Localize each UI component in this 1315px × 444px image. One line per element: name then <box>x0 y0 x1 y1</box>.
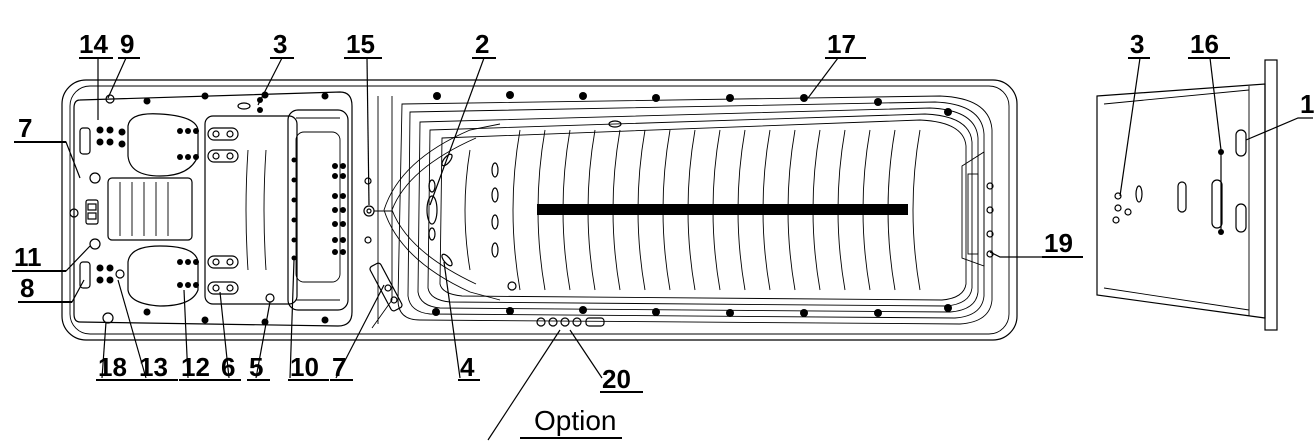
option-label: Option <box>534 405 617 436</box>
waterfall-bottom <box>79 261 91 289</box>
spa-top-view <box>61 79 1018 341</box>
callout-7-bottom: 7 <box>332 352 346 382</box>
callout-4: 4 <box>460 352 475 382</box>
callout-1: 1 <box>1300 89 1314 119</box>
outer-shell-outline <box>61 79 1018 341</box>
fitting-18 <box>102 312 114 324</box>
callout-labels: 14 9 3 15 2 17 7 11 8 18 13 12 6 5 10 7 … <box>12 29 1314 439</box>
swim-current-jets <box>426 120 622 291</box>
swim-perimeter-jets <box>432 91 952 317</box>
callout-16: 16 <box>1190 29 1219 59</box>
spa-jets <box>96 126 346 288</box>
spa-side-view <box>1096 59 1278 331</box>
fitting-13 <box>115 269 125 279</box>
callout-2: 2 <box>475 29 489 59</box>
callout-11: 11 <box>14 242 42 272</box>
callout-17: 17 <box>827 29 856 59</box>
callout-3-top: 3 <box>273 29 287 59</box>
spa-cool-seat <box>287 109 349 311</box>
spa-perimeter-jets <box>143 91 329 326</box>
swim-end-step-inner <box>967 173 979 255</box>
callout-20: 20 <box>602 364 631 394</box>
lounge-headrest-bottom <box>127 245 199 307</box>
swim-lane-bar <box>537 204 908 215</box>
callout-9: 9 <box>120 29 134 59</box>
spa-left-console <box>107 177 193 241</box>
inner-shell-outline <box>69 85 1010 335</box>
waterfall-top <box>79 127 91 155</box>
fitting-15 <box>363 205 375 217</box>
spa-filter <box>265 293 275 303</box>
side-view-fittings <box>1112 129 1247 235</box>
right-end-lights <box>986 182 994 258</box>
spa-light <box>237 102 251 110</box>
fitting-left-mid <box>89 172 101 184</box>
callout-7-left: 7 <box>18 113 32 143</box>
fitting-11 <box>89 238 101 250</box>
callout-10: 10 <box>290 352 319 382</box>
side-shell-outline <box>1096 83 1266 319</box>
callout-18: 18 <box>98 352 127 382</box>
callout-12: 12 <box>181 352 210 382</box>
spa-section-outline <box>73 91 353 327</box>
control-panel <box>85 199 99 225</box>
spa-seat-block <box>204 115 298 305</box>
callout-19: 19 <box>1044 228 1073 258</box>
leader-lines <box>14 57 1313 441</box>
spa-rotary-jets <box>207 127 239 295</box>
lounge-headrest-top <box>127 113 199 177</box>
swim-section-outlines <box>383 95 993 325</box>
callout-15: 15 <box>346 29 375 59</box>
divider-wall-inner <box>371 96 393 329</box>
callout-6: 6 <box>221 352 235 382</box>
callout-5: 5 <box>249 352 263 382</box>
callout-13: 13 <box>139 352 168 382</box>
callout-14: 14 <box>79 29 108 59</box>
option-fittings-row <box>536 317 605 327</box>
callout-3-side: 3 <box>1130 29 1144 59</box>
side-flange <box>1264 59 1278 331</box>
step-rail <box>369 262 403 312</box>
swim-end-step <box>961 151 985 267</box>
callout-8: 8 <box>20 273 34 303</box>
